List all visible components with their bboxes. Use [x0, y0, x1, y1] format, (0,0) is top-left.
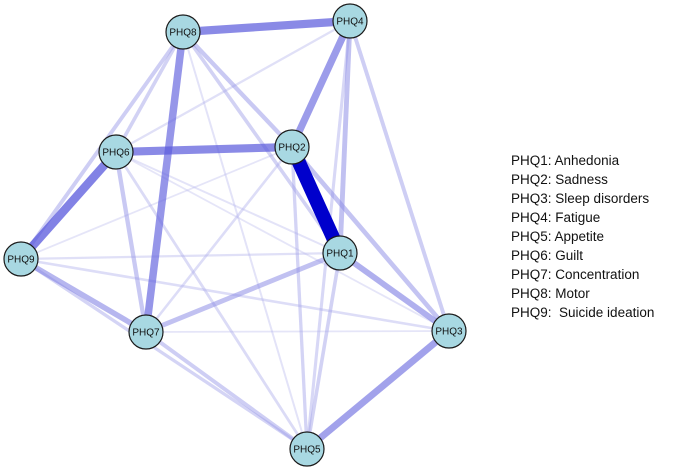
node-circle: [431, 313, 467, 349]
legend-item: PHQ1: Anhedonia: [511, 151, 654, 170]
node-phq8: PHQ8: [165, 14, 201, 50]
legend-code: PHQ1:: [511, 153, 552, 168]
edge-phq9-phq5: [20, 257, 308, 451]
node-label: PHQ5: [293, 445, 321, 456]
node-phq7: PHQ7: [128, 314, 164, 350]
node-circle: [274, 129, 310, 165]
legend-item: PHQ6: Guilt: [511, 246, 654, 265]
edge-phq7-phq5: [144, 330, 309, 451]
legend-item: PHQ4: Fatigue: [511, 208, 654, 227]
node-label: PHQ9: [7, 255, 35, 266]
node-phq5: PHQ5: [289, 431, 325, 467]
edge-phq6-phq7: [113, 151, 149, 333]
node-phq9: PHQ9: [3, 241, 39, 277]
node-label: PHQ7: [132, 328, 160, 339]
edge-phq9-phq7: [19, 256, 148, 335]
edge-phq3-phq5: [304, 328, 452, 452]
legend-code: PHQ7:: [511, 267, 552, 282]
edge-phq2-phq3: [290, 145, 451, 333]
node-circle: [332, 3, 368, 39]
edge-phq4-phq2: [288, 19, 354, 149]
node-circle: [3, 241, 39, 277]
edge-phq9-phq1: [20, 251, 341, 261]
node-label: PHQ1: [326, 249, 354, 260]
edge-phq6-phq3: [115, 151, 450, 332]
edge-phq6-phq2: [115, 142, 293, 157]
edge-phq7-phq3: [145, 330, 450, 333]
edge-phq8-phq5: [182, 31, 308, 450]
edge-phq8-phq2: [181, 30, 294, 149]
edge-phq4-phq3: [348, 20, 451, 332]
legend-code: PHQ5:: [511, 229, 552, 244]
edge-phq8-phq1: [181, 30, 342, 255]
legend-item: PHQ9: Suicide ideation: [511, 303, 654, 322]
node-circle: [165, 14, 201, 50]
node-phq4: PHQ4: [332, 3, 368, 39]
edge-phq8-phq6: [114, 31, 185, 153]
edge-phq2-phq5: [290, 146, 309, 450]
node-label: PHQ3: [435, 327, 463, 338]
node-circle: [128, 314, 164, 350]
node-label: PHQ4: [336, 17, 364, 28]
legend-item: PHQ5: Appetite: [511, 227, 654, 246]
edge-phq1-phq3: [338, 250, 451, 334]
legend-meaning: Suicide ideation: [555, 305, 655, 320]
legend-code: PHQ4:: [511, 210, 552, 225]
node-phq6: PHQ6: [98, 134, 134, 170]
edge-phq2-phq1: [285, 144, 347, 256]
edge-phq8-phq7: [142, 31, 187, 333]
legend-item: PHQ3: Sleep disorders: [511, 189, 654, 208]
legend-item: PHQ2: Sadness: [511, 170, 654, 189]
legend-item: PHQ8: Motor: [511, 284, 654, 303]
legend-meaning: Guilt: [555, 248, 584, 263]
node-phq1: PHQ1: [322, 235, 358, 271]
edge-phq6-phq5: [114, 151, 309, 450]
edge-phq6-phq9: [17, 149, 120, 262]
node-circle: [98, 134, 134, 170]
legend-code: PHQ8:: [511, 286, 552, 301]
node-label: PHQ6: [102, 148, 130, 159]
legend-meaning: Appetite: [554, 229, 605, 244]
edge-phq8-phq4: [182, 16, 351, 37]
legend-meaning: Fatigue: [555, 210, 601, 225]
legend-code: PHQ6:: [511, 248, 552, 263]
node-circle: [322, 235, 358, 271]
edge-phq1-phq7: [145, 250, 341, 335]
legend-meaning: Sleep disorders: [555, 191, 650, 206]
legend-meaning: Anhedonia: [554, 153, 620, 168]
legend-item: PHQ7: Concentration: [511, 265, 654, 284]
legend-meaning: Sadness: [555, 172, 608, 187]
edge-phq4-phq1: [337, 20, 353, 254]
legend-code: PHQ3:: [511, 191, 552, 206]
legend-meaning: Motor: [555, 286, 590, 301]
node-phq3: PHQ3: [431, 313, 467, 349]
edge-phq9-phq2: [20, 146, 293, 260]
edge-phq6-phq1: [115, 151, 341, 254]
edge-phq1-phq5: [305, 252, 342, 450]
edge-layer: [17, 16, 452, 452]
node-phq2: PHQ2: [274, 129, 310, 165]
legend-code: PHQ9:: [511, 305, 552, 320]
legend-code: PHQ2:: [511, 172, 552, 187]
node-label: PHQ8: [169, 28, 197, 39]
node-circle: [289, 431, 325, 467]
node-label: PHQ2: [278, 143, 306, 154]
edge-phq7-phq2: [144, 146, 294, 333]
legend-meaning: Concentration: [555, 267, 640, 282]
